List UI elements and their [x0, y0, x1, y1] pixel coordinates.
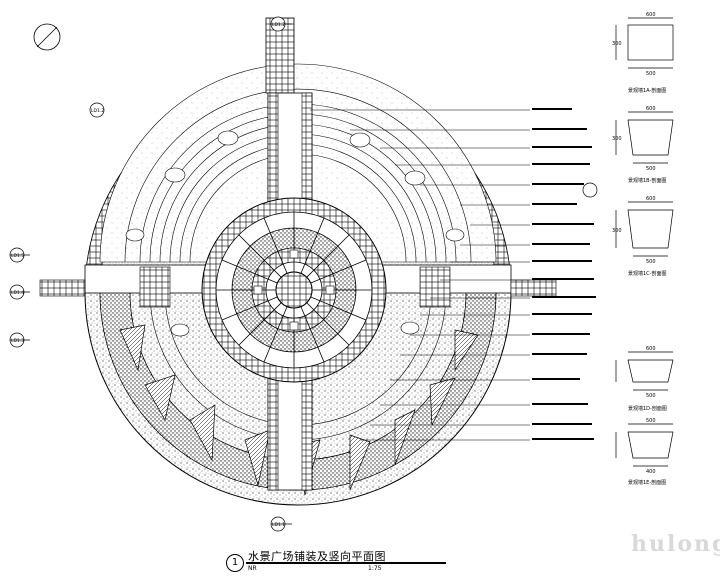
detail-section-2: [615, 111, 674, 164]
detail-3-bottom-dim: 500: [646, 259, 656, 265]
detail-titles: 景观墙1A-剖面图 景观墙1B-剖面图 景观墙1C-剖面图 景观墙1D-剖面图 …: [628, 87, 667, 486]
triangle-paving-motifs: [119, 324, 479, 496]
detail-2-bottom-dim: 500: [646, 166, 656, 172]
detail-3-top-dim: 600: [646, 196, 656, 202]
detail-section-3: [615, 201, 674, 257]
callout-left-2: LD1.4: [11, 290, 24, 296]
callout-left-4: LD1.2: [91, 108, 104, 114]
title-underline: [246, 562, 446, 564]
callout-left-3: LD1.3: [11, 338, 24, 344]
callout-top-label: LD1.2: [272, 22, 285, 28]
scale-prefix: NR: [248, 565, 257, 572]
detail-4-top-dim: 600: [646, 346, 656, 352]
detail-4-bottom-dim: 500: [646, 393, 656, 399]
detail-5-bottom-dim: 400: [646, 469, 656, 475]
callout-sticks: [10, 23, 292, 525]
detail-1-top-dim: 600: [646, 12, 656, 18]
annotation-text-marks: [532, 108, 596, 440]
drawing-scale: 1:75: [368, 565, 382, 572]
detail-4-title: 景观墙1D-剖面图: [628, 405, 667, 412]
watermark-text: hulong: [631, 531, 720, 557]
watermark-logo: hulong: [605, 515, 720, 575]
detail-section-1: [615, 17, 674, 69]
drawing-title: 水景广场铺装及竖向平面图: [248, 550, 386, 563]
callout-left-1: LD1.5: [11, 253, 24, 259]
detail-5-top-dim: 500: [646, 418, 656, 424]
central-medallion: [201, 197, 387, 383]
detail-2-top-dim: 600: [646, 106, 656, 112]
detail-2-side-dim: 300: [612, 136, 622, 142]
drawing-number: 1: [226, 554, 244, 572]
detail-2-title: 景观墙1B-剖面图: [628, 177, 666, 184]
detail-section-4: [615, 351, 674, 391]
tree-symbols: [125, 130, 465, 337]
detail-section-5: [615, 423, 674, 467]
detail-1-bottom-dim: 500: [646, 71, 656, 77]
annotation-leaders: [310, 109, 530, 441]
detail-5-title: 景观墙1E-剖面图: [628, 479, 666, 486]
drawing-title-block: 1 水景广场铺装及竖向平面图 NR 1:75: [226, 548, 466, 574]
detail-3-side-dim: 300: [612, 228, 622, 234]
detail-3-title: 景观墙1C-剖面图: [628, 270, 666, 277]
north-arrow-icon: [33, 23, 61, 51]
detail-1-side-dim: 300: [612, 41, 622, 47]
detail-1-title: 景观墙1A-剖面图: [628, 87, 666, 94]
detail-dims: 600 300 500 600 300 500 600 300 500 600 …: [612, 12, 656, 475]
callout-labels: LD1.2 LD1.1 LD1.5 LD1.4 LD1.3 LD1.2: [11, 22, 285, 528]
callout-bottom-label: LD1.1: [272, 522, 285, 528]
